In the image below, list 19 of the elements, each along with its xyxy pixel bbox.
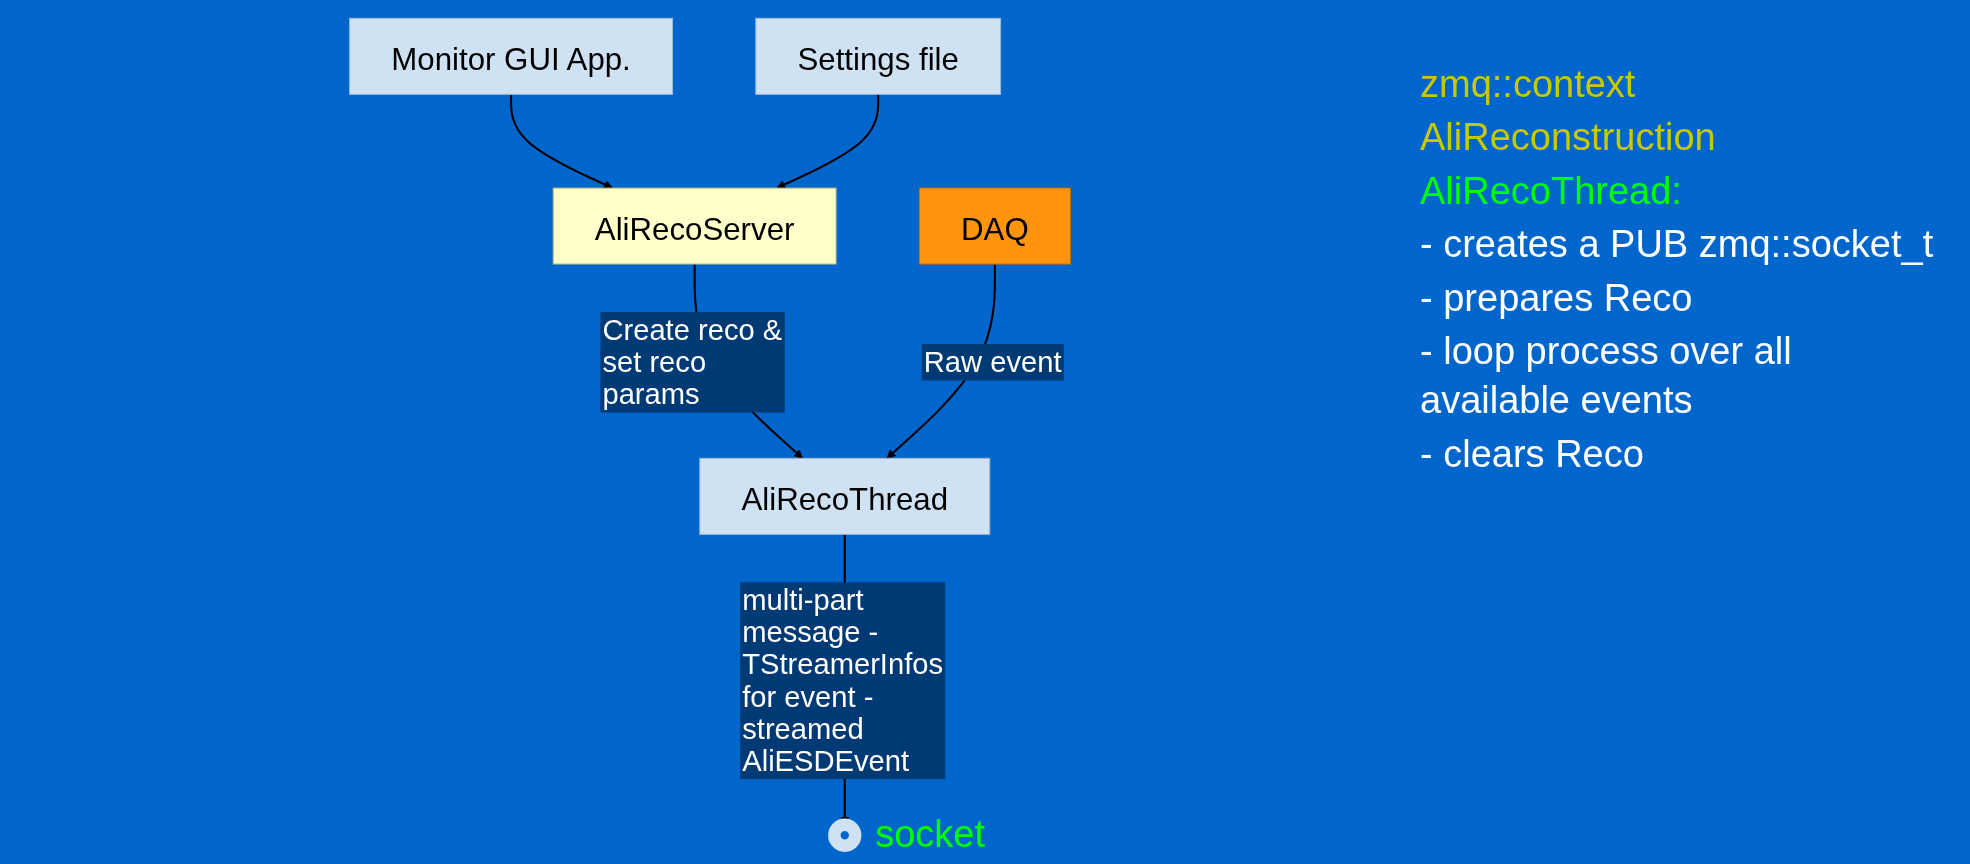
arrow bbox=[510, 94, 613, 189]
note-text: - prepares Reco bbox=[1420, 275, 1694, 321]
note-text: - clears Reco bbox=[1420, 431, 1645, 477]
edge-note: zmq::context bbox=[1420, 62, 1637, 107]
note-text: - creates a PUB zmq::socket_t bbox=[1420, 222, 1935, 268]
node-box: AliRecoServer bbox=[552, 187, 837, 265]
note-text: - loop process over all available events bbox=[1420, 328, 1793, 424]
edge-label: Create reco & set reco params bbox=[602, 314, 783, 411]
edge-label: Raw event bbox=[923, 346, 1062, 379]
node-box: Monitor GUI App. bbox=[349, 17, 674, 95]
note-text: AliRecoThread: bbox=[1420, 168, 1683, 214]
node-circle bbox=[828, 818, 862, 852]
arrow bbox=[776, 94, 880, 189]
node-box: Settings file bbox=[755, 17, 1002, 95]
node-caption: socket bbox=[875, 813, 985, 857]
node-box: AliRecoThread bbox=[699, 457, 991, 535]
node-box: DAQ bbox=[918, 187, 1071, 265]
edge-label: multi-part message - TStreamerInfos for event - streamed AliESDEvent bbox=[742, 584, 944, 777]
edge-note: AliReconstruction bbox=[1420, 115, 1717, 161]
